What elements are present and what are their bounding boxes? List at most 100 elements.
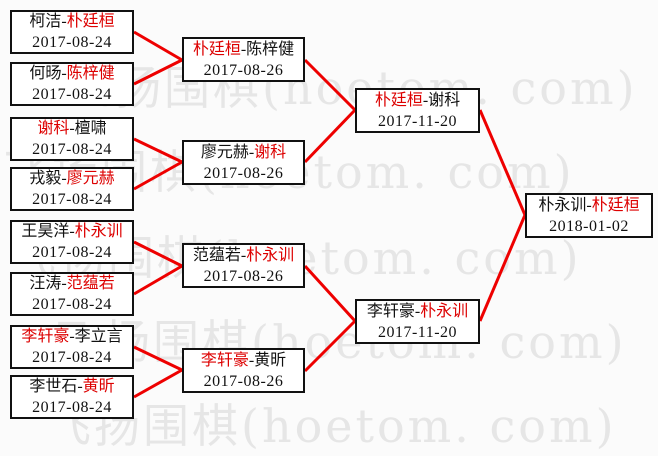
match-r16-3: 谢科-檀啸 2017-08-24 [10, 117, 134, 161]
separator: - [240, 246, 247, 264]
match-players: 朴永训-朴廷桓 [538, 195, 639, 216]
watermark-text: 飞扬围棋(hoetom. com) [55, 315, 627, 369]
match-date: 2018-01-02 [549, 217, 629, 235]
match-players: 朴廷桓-陈梓健 [193, 39, 294, 60]
player2-name: 陈梓健 [246, 40, 295, 58]
player2-name: 谢科 [428, 91, 461, 109]
match-r16-8: 李世石-黄昕 2017-08-24 [10, 375, 134, 419]
connector-line [478, 214, 527, 322]
connector-line [478, 109, 527, 216]
match-date: 2017-08-24 [32, 296, 112, 313]
connector-line [303, 58, 357, 112]
player1-name: 柯洁 [29, 13, 62, 30]
connector-line [133, 345, 183, 372]
player2-name: 檀啸 [74, 120, 107, 137]
match-date: 2017-11-20 [377, 323, 458, 341]
match-players: 汪涛-范蕴若 [29, 273, 114, 294]
match-date: 2017-08-24 [32, 34, 112, 51]
match-date: 2017-08-24 [32, 349, 112, 366]
connector-line [133, 264, 183, 296]
match-qf-3: 范蕴若-朴永训 2017-08-26 [182, 243, 305, 288]
match-r16-1: 柯洁-朴廷桓 2017-08-24 [10, 10, 134, 54]
match-r16-4: 戎毅-廖元赫 2017-08-24 [10, 167, 134, 211]
separator: - [414, 302, 421, 320]
match-players: 李轩豪-李立言 [21, 326, 122, 347]
separator: - [61, 170, 67, 187]
separator: - [422, 91, 429, 109]
match-date: 2017-11-20 [377, 112, 458, 130]
match-date: 2017-08-26 [203, 372, 284, 390]
match-players: 朴廷桓-谢科 [375, 90, 460, 111]
player1-name: 廖元赫 [200, 143, 249, 161]
separator: - [69, 223, 75, 240]
match-r16-6: 汪涛-范蕴若 2017-08-24 [10, 272, 134, 316]
match-players: 李轩豪-朴永训 [367, 301, 468, 322]
match-date: 2017-08-24 [32, 399, 112, 416]
player1-name: 李轩豪 [366, 302, 415, 320]
match-players: 范蕴若-朴永训 [193, 245, 294, 266]
match-r16-7: 李轩豪-李立言 2017-08-24 [10, 325, 134, 369]
connector-line [133, 58, 183, 86]
separator: - [248, 143, 255, 161]
player1-name: 何旸 [29, 65, 62, 82]
match-qf-2: 廖元赫-谢科 2017-08-26 [182, 140, 305, 185]
player1-name: 朴廷桓 [374, 91, 423, 109]
player2-name: 廖元赫 [66, 170, 115, 187]
match-players: 谢科-檀啸 [37, 118, 106, 139]
player2-name: 黄昕 [254, 351, 287, 369]
match-final: 朴永训-朴廷桓 2018-01-02 [525, 193, 653, 238]
match-date: 2017-08-24 [32, 191, 112, 208]
player1-name: 朴廷桓 [192, 40, 241, 58]
player2-name: 朴廷桓 [66, 13, 115, 30]
connector-line [303, 108, 357, 164]
bracket-page: { "watermark": { "text": "飞扬围棋(hoetom. c… [3, 10, 653, 453]
connector-line [133, 30, 183, 62]
connector-line [133, 368, 183, 399]
player2-name: 李立言 [74, 328, 123, 345]
separator: - [69, 120, 75, 137]
player1-name: 王昊洋 [21, 223, 70, 240]
separator: - [61, 13, 67, 30]
separator: - [248, 351, 255, 369]
player1-name: 李轩豪 [21, 328, 70, 345]
player2-name: 朴永训 [420, 302, 469, 320]
match-players: 柯洁-朴廷桓 [29, 11, 114, 32]
player2-name: 朴永训 [246, 246, 295, 264]
player2-name: 陈梓健 [66, 65, 115, 82]
player1-name: 李世石 [29, 378, 78, 395]
match-date: 2017-08-26 [203, 267, 284, 285]
separator: - [586, 196, 592, 214]
separator: - [77, 378, 83, 395]
player2-name: 范蕴若 [66, 275, 115, 292]
player1-name: 谢科 [37, 120, 70, 137]
match-players: 廖元赫-谢科 [201, 142, 286, 163]
player1-name: 李轩豪 [200, 351, 249, 369]
match-date: 2017-08-26 [203, 164, 284, 182]
match-players: 戎毅-廖元赫 [29, 168, 114, 189]
match-qf-1: 朴廷桓-陈梓健 2017-08-26 [182, 37, 305, 82]
player1-name: 汪涛 [29, 275, 62, 292]
match-r16-5: 王昊洋-朴永训 2017-08-24 [10, 220, 134, 264]
match-players: 李轩豪-黄昕 [201, 350, 286, 371]
bracket-connectors [133, 30, 527, 399]
match-sf-1: 朴廷桓-谢科 2017-11-20 [355, 88, 480, 133]
match-date: 2017-08-24 [32, 86, 112, 103]
match-date: 2017-08-26 [203, 61, 284, 79]
player2-name: 朴永训 [74, 223, 123, 240]
match-date: 2017-08-24 [32, 141, 112, 158]
separator: - [61, 65, 67, 82]
player2-name: 谢科 [254, 143, 287, 161]
match-players: 王昊洋-朴永训 [21, 221, 122, 242]
player2-name: 黄昕 [82, 378, 115, 395]
connector-line [133, 160, 183, 191]
match-players: 何旸-陈梓健 [29, 63, 114, 84]
match-r16-2: 何旸-陈梓健 2017-08-24 [10, 62, 134, 106]
connector-line [303, 264, 357, 323]
player2-name: 朴廷桓 [591, 196, 640, 214]
separator: - [240, 40, 247, 58]
connector-line [133, 137, 183, 164]
match-qf-4: 李轩豪-黄昕 2017-08-26 [182, 348, 305, 393]
separator: - [69, 328, 75, 345]
player1-name: 朴永训 [538, 196, 587, 214]
connector-line [303, 319, 357, 373]
